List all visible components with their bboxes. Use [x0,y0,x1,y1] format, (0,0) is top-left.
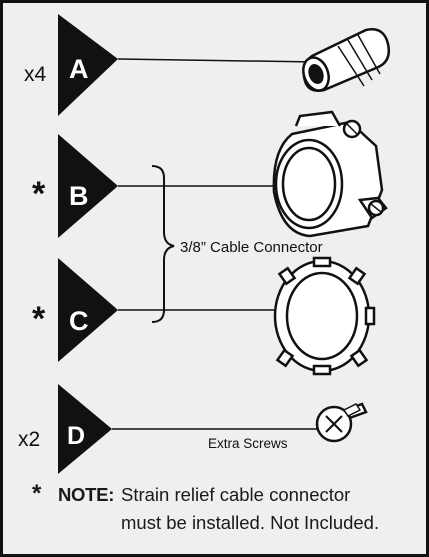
qty-d: x2 [18,428,40,451]
note-line-2: must be installed. Not Included. [121,512,380,533]
part-letter-c: C [69,306,89,336]
part-letter-b: B [69,181,89,211]
locknut-icon [273,256,376,376]
part-letter-a: A [69,54,89,84]
marker-triangle-b [58,134,118,238]
leader-line-a [117,58,318,63]
cable-connector-label: 3/8” Cable Connector [180,239,323,256]
wire-nut-icon [302,28,390,92]
note-line-1: Strain relief cable connector [121,484,351,505]
note-keyword: NOTE: [58,484,115,505]
qty-a: x4 [24,63,47,86]
note-star-icon: * [32,480,42,507]
part-letter-d: D [67,422,85,450]
cable-connector-icon [272,110,388,238]
grouping-brace [151,165,175,323]
marker-triangle-a [58,14,118,116]
marker-triangle-d [58,384,112,474]
required-star-b: * [32,175,46,213]
screw-icon [315,402,368,443]
marker-triangle-c [58,258,118,362]
extra-screws-label: Extra Screws [208,436,288,451]
required-star-c: * [32,300,46,338]
